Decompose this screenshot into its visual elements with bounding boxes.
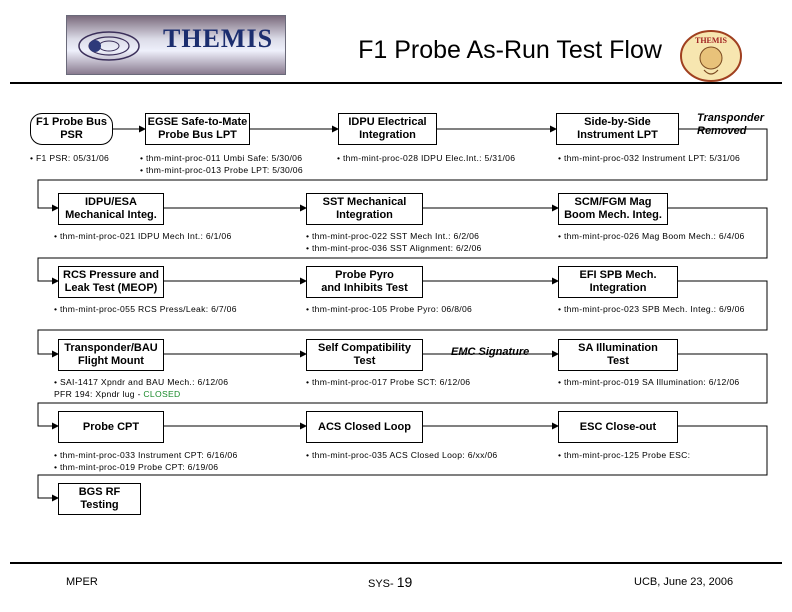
step-bgs-rf-testing: BGS RF Testing xyxy=(58,483,141,515)
step-idpu-electrical-integration: IDPU Electrical Integration xyxy=(338,113,437,145)
step-note: • thm-mint-proc-035 ACS Closed Loop: 6/x… xyxy=(306,450,498,460)
step-note: • thm-mint-proc-022 SST Mech Int.: 6/2/0… xyxy=(306,231,482,253)
step-note: • thm-mint-proc-019 SA Illumination: 6/1… xyxy=(558,377,740,387)
step-transponder-bau-mount: Transponder/BAU Flight Mount xyxy=(58,339,164,371)
step-sst-mechanical-integration: SST Mechanical Integration xyxy=(306,193,423,225)
step-note: • thm-mint-proc-055 RCS Press/Leak: 6/7/… xyxy=(54,304,237,314)
step-esc-close-out: ESC Close-out xyxy=(558,411,678,443)
step-efi-spb-mech-integration: EFI SPB Mech. Integration xyxy=(558,266,678,298)
connector xyxy=(37,280,768,358)
step-sa-illumination-test: SA Illumination Test xyxy=(558,339,678,371)
step-rcs-pressure-leak: RCS Pressure and Leak Test (MEOP) xyxy=(58,266,164,298)
step-scm-fgm-mag-boom: SCM/FGM Mag Boom Mech. Integ. xyxy=(558,193,668,225)
themis-badge-icon: THEMIS xyxy=(680,30,742,82)
connector xyxy=(37,425,768,502)
connector xyxy=(37,128,768,212)
page-title: F1 Probe As-Run Test Flow xyxy=(358,36,662,64)
themis-logo-banner: THEMIS xyxy=(66,15,286,75)
connector xyxy=(37,207,768,285)
step-side-by-side-lpt: Side-by-Side Instrument LPT xyxy=(556,113,679,145)
connector xyxy=(37,353,768,430)
footer-right: UCB, June 23, 2006 xyxy=(634,576,734,588)
step-acs-closed-loop: ACS Closed Loop xyxy=(306,411,423,443)
step-note: • thm-mint-proc-028 IDPU Elec.Int.: 5/31… xyxy=(337,153,516,163)
transponder-removed-note: Transponder Removed xyxy=(697,112,765,137)
step-note: • F1 PSR: 05/31/06 xyxy=(30,153,110,163)
step-egse-safe-to-mate: EGSE Safe-to-Mate Probe Bus LPT xyxy=(145,113,250,145)
footer-page-number: SYS- 19 xyxy=(368,574,413,590)
logo-text: THEMIS xyxy=(163,24,274,53)
orbit-graphic-icon xyxy=(78,31,140,61)
step-note: • SAI-1417 Xpndr and BAU Mech.: 6/12/06 … xyxy=(54,377,229,399)
step-f1-probe-bus-psr: F1 Probe Bus PSR xyxy=(30,113,113,145)
step-self-compatibility-test: Self Compatibility Test xyxy=(306,339,423,371)
step-note: • thm-mint-proc-032 Instrument LPT: 5/31… xyxy=(558,153,741,163)
emc-signature-note: EMC Signature xyxy=(451,346,530,358)
step-note: • thm-mint-proc-017 Probe SCT: 6/12/06 xyxy=(306,377,471,387)
step-note: • thm-mint-proc-026 Mag Boom Mech.: 6/4/… xyxy=(558,231,745,241)
step-note: • thm-mint-proc-105 Probe Pyro: 06/8/06 xyxy=(306,304,473,314)
step-note: • thm-mint-proc-011 Umbi Safe: 5/30/06 •… xyxy=(140,153,303,175)
footer-left: MPER xyxy=(66,576,98,588)
step-note: • thm-mint-proc-021 IDPU Mech Int.: 6/1/… xyxy=(54,231,232,241)
title-divider xyxy=(10,82,782,84)
step-note: • thm-mint-proc-033 Instrument CPT: 6/16… xyxy=(54,450,238,472)
step-idpu-esa-mech-integ: IDPU/ESA Mechanical Integ. xyxy=(58,193,164,225)
closed-status: CLOSED xyxy=(143,389,181,399)
step-probe-cpt: Probe CPT xyxy=(58,411,164,443)
step-note: • thm-mint-proc-023 SPB Mech. Integ.: 6/… xyxy=(558,304,745,314)
step-note: • thm-mint-proc-125 Probe ESC: xyxy=(558,450,691,460)
step-probe-pyro-inhibits: Probe Pyro and Inhibits Test xyxy=(306,266,423,298)
footer-divider xyxy=(10,562,782,564)
svg-text:THEMIS: THEMIS xyxy=(695,36,728,45)
